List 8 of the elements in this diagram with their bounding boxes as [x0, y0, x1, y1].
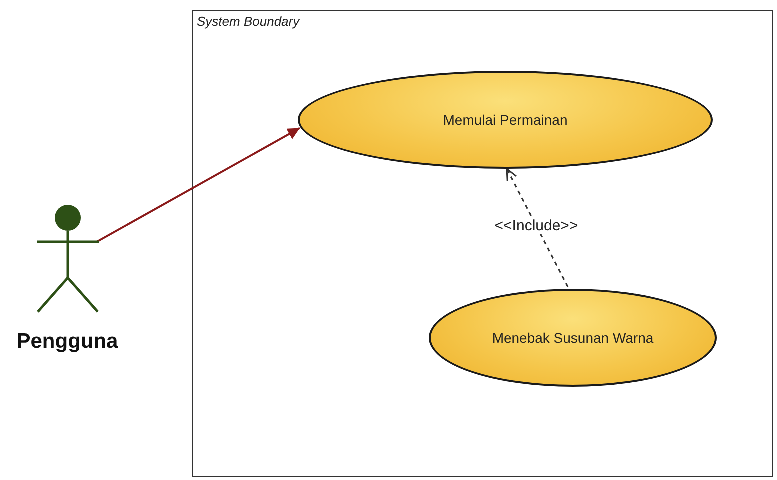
boundary-title: System Boundary [197, 14, 300, 29]
use-case-ellipse: Menebak Susunan Warna [429, 289, 717, 387]
arrow [506, 168, 569, 288]
use-case-ellipse: Memulai Permainan [298, 71, 713, 169]
actor-label: Pengguna [16, 330, 118, 354]
system-boundary [192, 10, 773, 477]
edge-label: <<Include>> [492, 218, 580, 234]
arrow [96, 127, 300, 243]
